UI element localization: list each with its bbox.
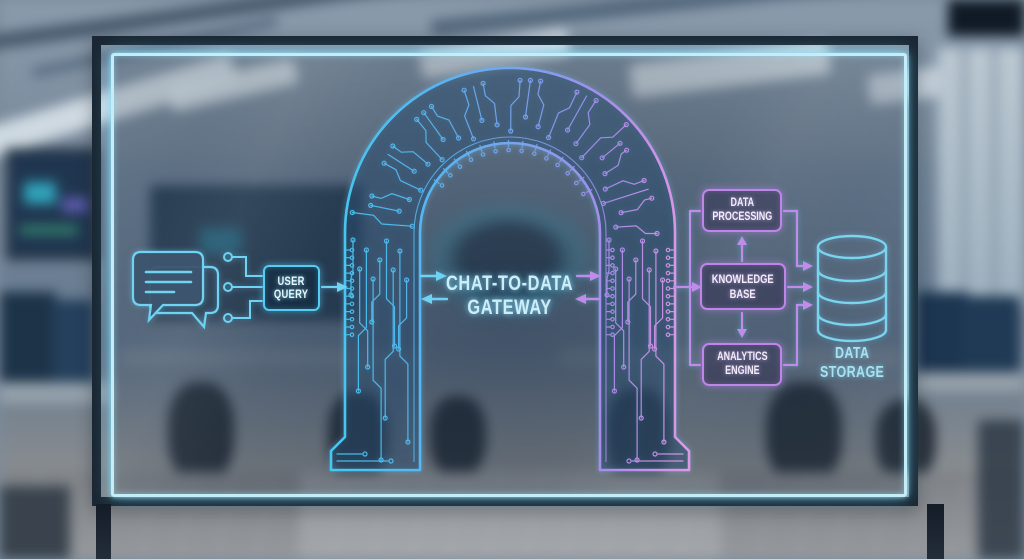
data-processing-label: PROCESSING xyxy=(712,210,772,223)
monitor-content xyxy=(20,226,78,234)
node-link xyxy=(231,256,263,277)
left-network xyxy=(131,250,449,330)
gateway-title-line: CHAT-TO-DATA xyxy=(446,271,574,295)
desk-monitor xyxy=(962,296,1020,384)
display-stand-left xyxy=(96,504,111,559)
background-glow xyxy=(388,178,628,338)
display-stand-right xyxy=(927,504,944,559)
node-link xyxy=(231,300,263,319)
desk-monitor xyxy=(0,292,56,388)
data-storage-label: STORAGE xyxy=(819,364,885,381)
analytics-engine-label: ANALYTICS xyxy=(716,351,768,364)
window-mullion xyxy=(962,48,967,308)
knowledge-base-label: BASE xyxy=(729,286,757,301)
circuit-node xyxy=(223,282,233,292)
floor xyxy=(0,472,1024,559)
desk-monitor xyxy=(52,300,94,382)
office-chair xyxy=(328,392,388,480)
gateway-title: CHAT-TO-DATA GATEWAY xyxy=(425,270,595,322)
office-chair xyxy=(606,388,670,482)
analytics-engine-label: ENGINE xyxy=(724,364,760,377)
monitor-content xyxy=(62,198,88,212)
chat-front-bubble xyxy=(131,250,205,324)
display-frame xyxy=(92,36,918,506)
office-chair xyxy=(430,396,486,476)
user-query-label: USER xyxy=(277,273,306,288)
circuit-node xyxy=(223,313,233,323)
ae-to-storage-line xyxy=(782,303,805,367)
arrow-into-knowledge-base xyxy=(692,282,702,292)
circuit-arch xyxy=(329,66,691,472)
gateway-title-line: GATEWAY xyxy=(467,296,553,319)
data-storage-title: DATA STORAGE xyxy=(806,342,898,384)
cabinet xyxy=(0,486,70,559)
right-network xyxy=(575,209,813,367)
chat-text-lines xyxy=(144,270,193,294)
floor-highlight xyxy=(300,472,720,559)
monitor-content xyxy=(200,228,242,254)
data-storage-label: DATA xyxy=(834,344,870,362)
monitor-content xyxy=(24,182,56,204)
analytics-engine-node: ANALYTICS ENGINE xyxy=(702,343,782,386)
desk xyxy=(560,348,900,366)
dp-to-storage-line xyxy=(782,209,805,268)
office-chair xyxy=(766,382,842,484)
neon-border xyxy=(111,53,907,497)
user-query-node: USER QUERY xyxy=(263,265,320,311)
database-icon xyxy=(816,234,888,343)
desk xyxy=(912,372,1024,392)
glass-panel xyxy=(112,54,906,496)
desk-monitor xyxy=(916,292,968,384)
knowledge-base-node: KNOWLEDGE BASE xyxy=(700,263,786,310)
data-processing-node: DATA PROCESSING xyxy=(702,189,782,232)
user-query-label: QUERY xyxy=(274,287,309,301)
cabinet xyxy=(978,420,1024,559)
data-processing-label: DATA xyxy=(730,197,754,210)
knowledge-base-label: KNOWLEDGE xyxy=(712,272,774,287)
ceiling-monitor xyxy=(948,0,1024,36)
window-mullion xyxy=(992,48,997,308)
office-chair xyxy=(168,382,234,482)
desk xyxy=(0,382,112,404)
circuit-node xyxy=(223,252,233,262)
window xyxy=(938,48,1024,308)
